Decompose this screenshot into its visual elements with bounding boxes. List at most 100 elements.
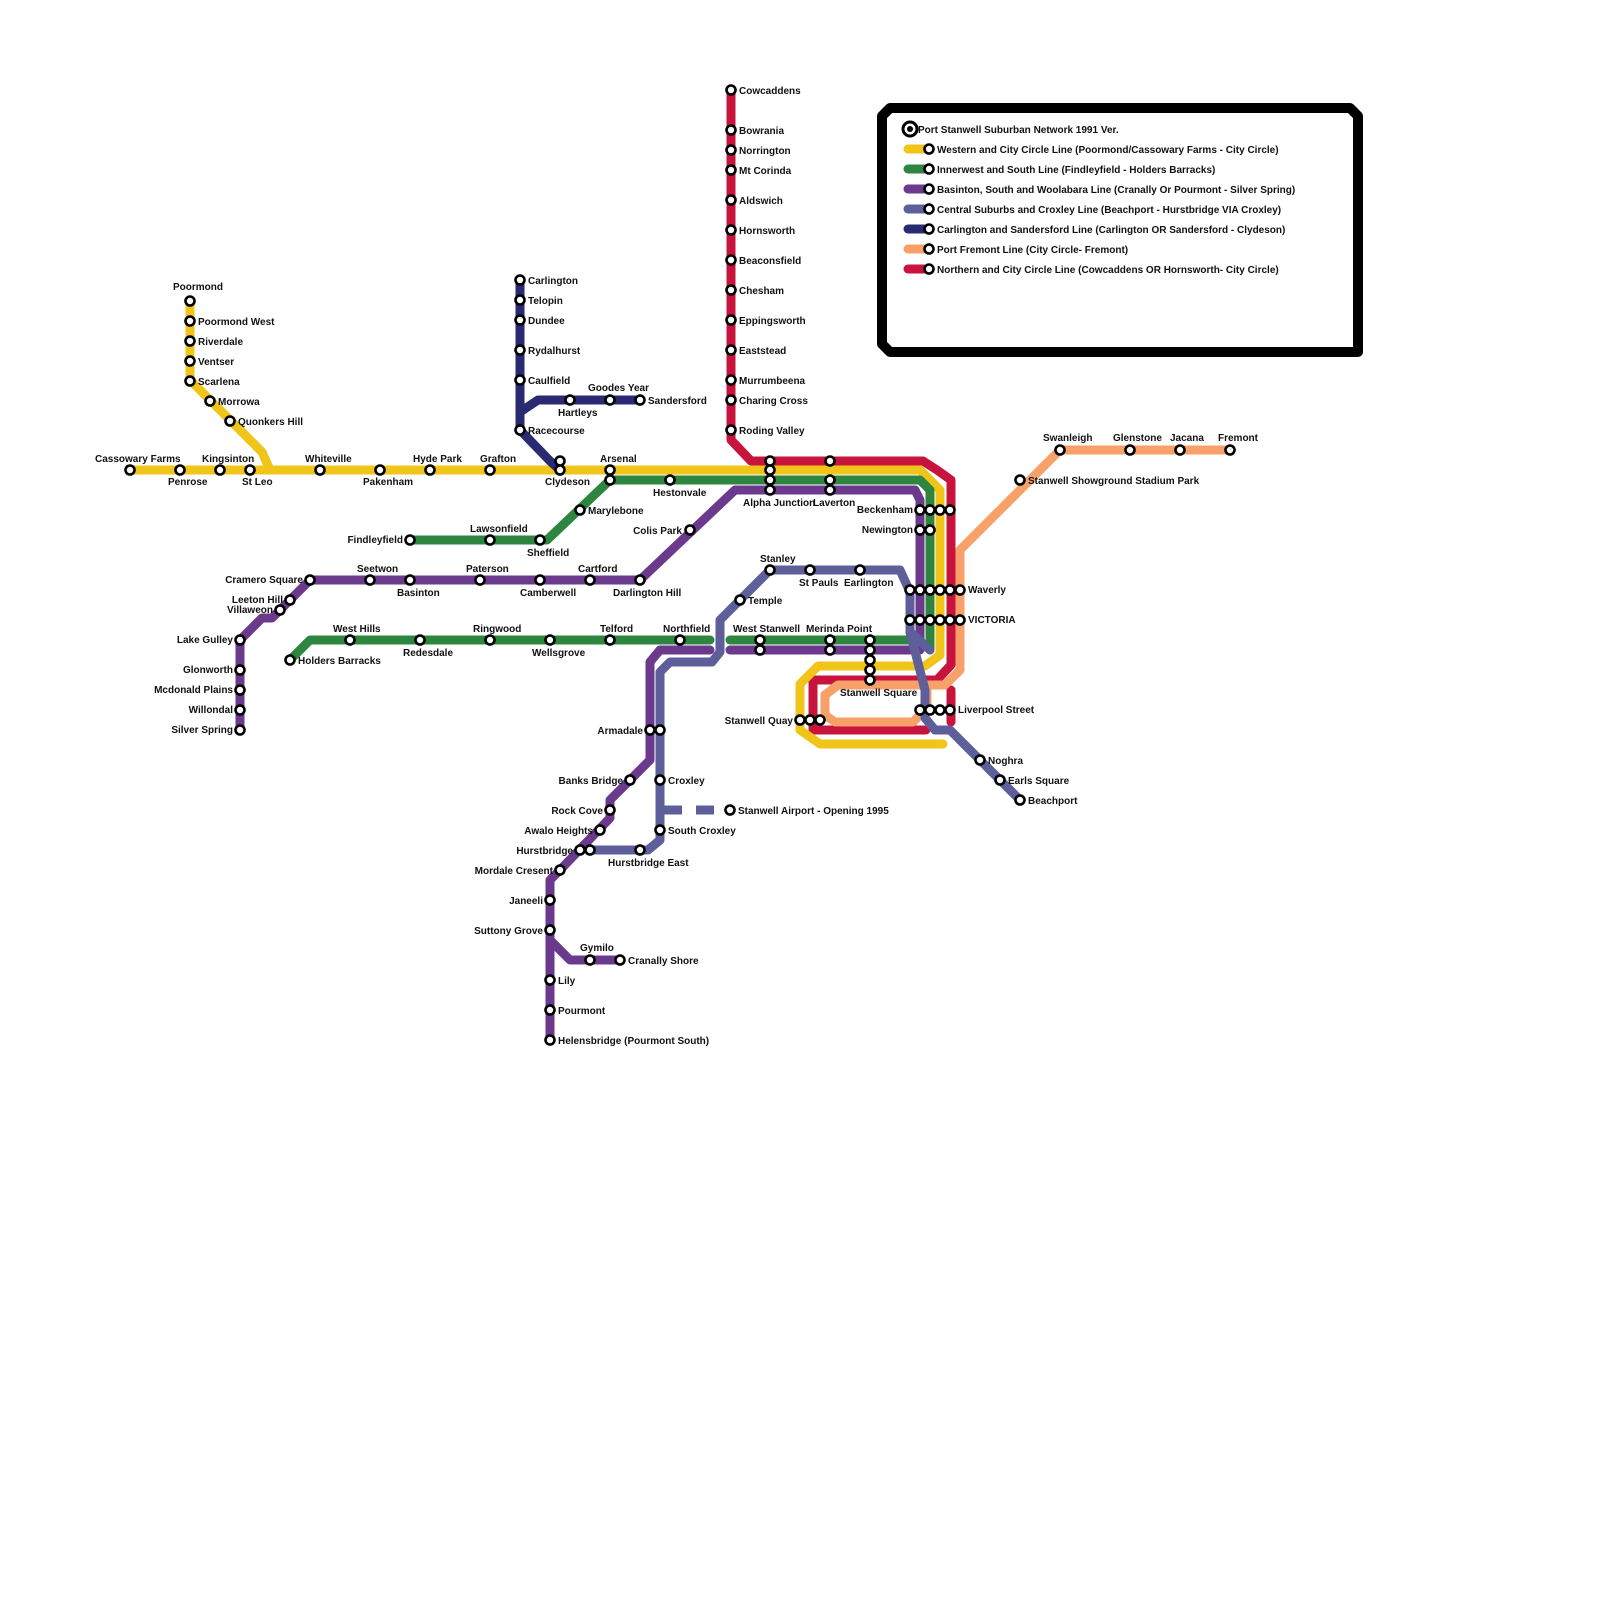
station-marker[interactable]: [286, 656, 295, 665]
station-lily[interactable]: Lily: [546, 976, 576, 988]
station-holders-barracks[interactable]: Holders Barracks: [286, 656, 382, 668]
station-marker[interactable]: [916, 706, 925, 715]
station-marker[interactable]: [766, 466, 775, 475]
station-marker[interactable]: [826, 646, 835, 655]
station-marker[interactable]: [826, 457, 835, 466]
station-marker[interactable]: [727, 316, 736, 325]
station-marker[interactable]: [727, 396, 736, 405]
station-marker[interactable]: [726, 806, 735, 815]
station-marker[interactable]: [376, 466, 385, 475]
station-hurstbridge[interactable]: Hurstbridge: [516, 846, 594, 858]
station-marker[interactable]: [126, 466, 135, 475]
station-marker[interactable]: [816, 716, 825, 725]
station-marker[interactable]: [1016, 796, 1025, 805]
station-stanwell-airport[interactable]: Stanwell Airport - Opening 1995: [726, 806, 890, 818]
station-marker[interactable]: [946, 616, 955, 625]
station-marker[interactable]: [727, 256, 736, 265]
station-marker[interactable]: [946, 586, 955, 595]
station-marker[interactable]: [626, 776, 635, 785]
station-suttony-grove[interactable]: Suttony Grove: [474, 926, 554, 938]
station-eppingsworth[interactable]: Eppingsworth: [727, 316, 806, 328]
station-marker[interactable]: [556, 466, 565, 475]
station-cranally-shore[interactable]: Cranally Shore: [616, 956, 700, 968]
station-marker[interactable]: [756, 646, 765, 655]
station-marker[interactable]: [727, 376, 736, 385]
station-marker[interactable]: [606, 476, 615, 485]
station-marker[interactable]: [906, 586, 915, 595]
station-beaconsfield[interactable]: Beaconsfield: [727, 256, 802, 268]
station-marker[interactable]: [727, 346, 736, 355]
station-victoria[interactable]: VICTORIA: [906, 615, 1016, 626]
station-marker[interactable]: [486, 466, 495, 475]
station-charing-cross[interactable]: Charing Cross: [727, 396, 809, 408]
station-marker[interactable]: [1016, 476, 1025, 485]
station-marker[interactable]: [727, 226, 736, 235]
station-liverpool-street[interactable]: Liverpool Street: [916, 705, 1035, 716]
station-marker[interactable]: [826, 636, 835, 645]
station-norrington[interactable]: Norrington: [727, 146, 791, 158]
station-marker[interactable]: [946, 506, 955, 515]
station-marker[interactable]: [756, 636, 765, 645]
station-marker[interactable]: [906, 616, 915, 625]
station-rock-cove[interactable]: Rock Cove: [551, 806, 614, 818]
station-marker[interactable]: [926, 526, 935, 535]
station-marker[interactable]: [766, 457, 775, 466]
station-marker[interactable]: [727, 86, 736, 95]
station-marker[interactable]: [926, 706, 935, 715]
station-marker[interactable]: [586, 956, 595, 965]
station-marker[interactable]: [316, 466, 325, 475]
station-marker[interactable]: [826, 486, 835, 495]
station-pourmont[interactable]: Pourmont: [546, 1006, 606, 1018]
station-marker[interactable]: [556, 866, 565, 875]
station-marker[interactable]: [546, 1006, 555, 1015]
station-marker[interactable]: [606, 806, 615, 815]
station-silver-spring[interactable]: Silver Spring: [171, 725, 244, 736]
station-marker[interactable]: [606, 636, 615, 645]
station-marker[interactable]: [276, 606, 285, 615]
station-hornsworth[interactable]: Hornsworth: [727, 226, 796, 238]
station-marker[interactable]: [176, 466, 185, 475]
station-marker[interactable]: [856, 566, 865, 575]
station-awalo-heights[interactable]: Awalo Heights: [524, 826, 604, 838]
station-marker[interactable]: [586, 576, 595, 585]
station-marker[interactable]: [236, 666, 245, 675]
station-marker[interactable]: [926, 586, 935, 595]
station-beachport[interactable]: Beachport: [1016, 796, 1079, 808]
station-marker[interactable]: [916, 616, 925, 625]
station-marker[interactable]: [576, 846, 585, 855]
station-marker[interactable]: [606, 396, 615, 405]
station-marker[interactable]: [926, 616, 935, 625]
station-helensbridge[interactable]: Helensbridge (Pourmont South): [546, 1036, 710, 1048]
station-roding-valley[interactable]: Roding Valley: [727, 426, 806, 438]
station-marker[interactable]: [796, 716, 805, 725]
station-marker[interactable]: [546, 1036, 555, 1045]
station-marker[interactable]: [996, 776, 1005, 785]
station-marker[interactable]: [586, 846, 595, 855]
station-marker[interactable]: [206, 397, 215, 406]
station-marker[interactable]: [596, 826, 605, 835]
station-marker[interactable]: [426, 466, 435, 475]
station-marker[interactable]: [686, 526, 695, 535]
station-marker[interactable]: [936, 616, 945, 625]
station-marker[interactable]: [346, 636, 355, 645]
station-beckenham[interactable]: Beckenham: [857, 505, 955, 516]
station-marker[interactable]: [916, 526, 925, 535]
station-mordale-cresent[interactable]: Mordale Cresent: [475, 866, 565, 878]
station-marker[interactable]: [727, 426, 736, 435]
station-findleyfield[interactable]: Findleyfield: [347, 535, 414, 546]
station-marker[interactable]: [186, 317, 195, 326]
station-marker[interactable]: [666, 476, 675, 485]
station-marker[interactable]: [866, 636, 875, 645]
station-marker[interactable]: [286, 596, 295, 605]
station-marker[interactable]: [486, 636, 495, 645]
station-marker[interactable]: [866, 666, 875, 675]
station-marker[interactable]: [186, 357, 195, 366]
station-marker[interactable]: [516, 276, 525, 285]
station-marker[interactable]: [516, 426, 525, 435]
station-rydalhurst[interactable]: Rydalhurst: [516, 346, 581, 358]
station-sandersford[interactable]: Sandersford: [636, 396, 707, 408]
station-cramero-square[interactable]: Cramero Square: [225, 575, 314, 586]
station-marker[interactable]: [916, 586, 925, 595]
station-marker[interactable]: [406, 576, 415, 585]
station-marker[interactable]: [1126, 446, 1135, 455]
